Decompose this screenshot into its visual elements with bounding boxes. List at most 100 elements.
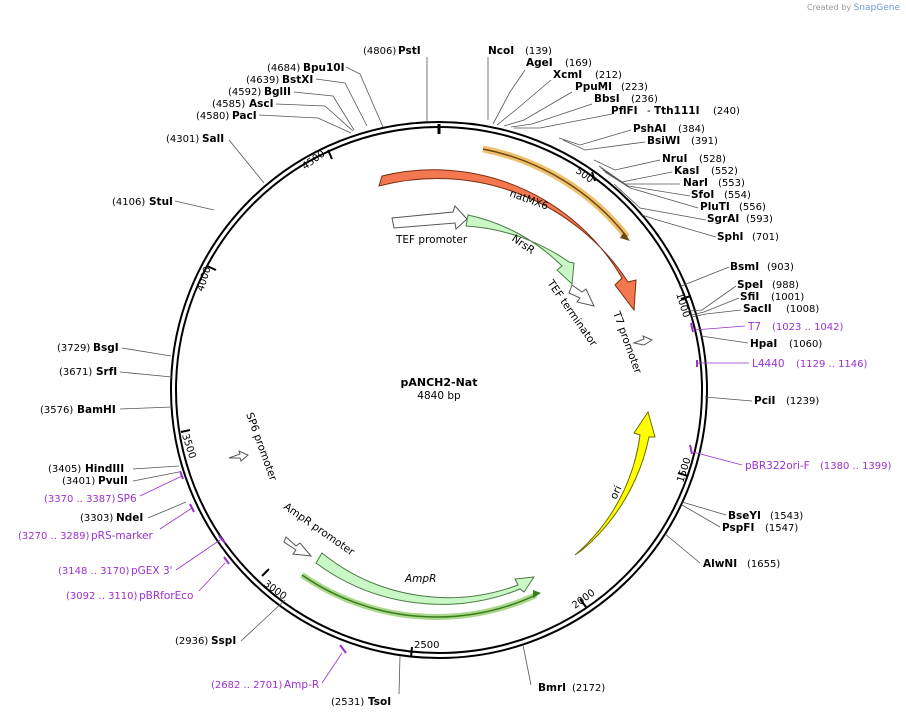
- enzyme-name-nrui: NruI: [662, 153, 687, 165]
- enzyme-name-pluti: PluTI: [700, 201, 730, 213]
- primer-name-pbrforeco: pBRforEco: [139, 590, 193, 602]
- enzyme-pos-bpu10i: (4684): [267, 63, 300, 74]
- primer-marks: [139, 322, 749, 684]
- enzyme-pos-stui: (4106): [112, 197, 145, 208]
- ampr-promoter-arrow: [283, 536, 313, 557]
- enzyme-name-bseyi: BseYI: [728, 510, 761, 522]
- enzyme-pos-pvuii: (3401): [62, 476, 95, 487]
- tick-mark-4000: [206, 265, 217, 271]
- enzyme-pos-ndei: (3303): [80, 513, 113, 524]
- primer-pos-ampr: (2682 .. 2701): [211, 680, 283, 691]
- enzyme-pos-nari: (553): [718, 178, 745, 189]
- enzyme-pos-alwni: (1655): [747, 559, 780, 570]
- credit-prefix: Created by: [807, 3, 852, 12]
- enzyme-pos-kasi: (552): [711, 166, 738, 177]
- primer-mark-ampr: [339, 644, 347, 654]
- enzyme-pos-xcmi: (212): [595, 70, 622, 81]
- nrsr-arrow: [465, 214, 575, 286]
- enzyme-pos-bamhi: (3576): [40, 405, 73, 416]
- enzyme-name-ndei: NdeI: [116, 512, 143, 524]
- tick-mark-2000: [579, 598, 587, 608]
- enzyme-pos-asci: (4585): [212, 99, 245, 110]
- enzyme-pos-sali: (4301): [166, 134, 199, 145]
- ampr-primer-bar-line: [301, 574, 537, 618]
- enzyme-name-bglii: BglII: [264, 86, 291, 98]
- enzyme-pos-bstxi: (4639): [246, 75, 279, 86]
- enzyme-name-pflfi: PflFI: [611, 105, 638, 117]
- enzyme-name-bamhi: BamHI: [77, 404, 116, 416]
- primer-pos-pbr322ori: (1380 .. 1399): [820, 461, 892, 472]
- enzyme-pos-bsmi: (903): [767, 262, 794, 273]
- enzyme-name-xcmi: XcmI: [553, 69, 582, 81]
- primer-line-pgex3: [175, 539, 221, 571]
- enzyme-name-sspi: SspI: [211, 635, 236, 647]
- enzyme-leader-lines: [119, 57, 753, 695]
- enzyme-name-spei: SpeI: [737, 279, 763, 291]
- primer-line-ampr: [321, 652, 343, 684]
- enzyme-name-tsoi: TsoI: [368, 696, 391, 708]
- enzyme-pos-srfi: (3671): [59, 367, 92, 378]
- enzyme-name-stui: StuI: [149, 196, 173, 208]
- enzyme-pos-bmri: (2172): [572, 683, 605, 694]
- enzyme-name-pspfi: PspFI: [722, 522, 754, 534]
- enzyme-name-sgrai: SgrAI: [707, 213, 739, 225]
- enzyme-pos-sacii: (1008): [786, 304, 819, 315]
- enzyme-name-pshai: PshAI: [633, 123, 666, 135]
- tick-mark-2500: [410, 646, 413, 658]
- t7-promoter-arrow: [632, 335, 654, 346]
- primer-labels: T7 (1023 .. 1042) L4440 (1129 .. 1146) p…: [18, 321, 892, 691]
- tick-mark-1000: [680, 295, 692, 300]
- enzyme-name-hpai: HpaI: [750, 338, 777, 350]
- enzyme-name-pvuii: PvuII: [98, 475, 128, 487]
- enzyme-name-bmri: BmrI: [538, 682, 566, 694]
- enzyme-name-ncoi: NcoI: [488, 45, 514, 57]
- enzyme-pos-spei: (988): [772, 280, 799, 291]
- primer-name-pbr322ori: pBR322ori-F: [745, 460, 810, 472]
- enzyme-pos-bglii: (4592): [228, 87, 261, 98]
- ampr-promoter-label: AmpR promoter: [281, 501, 357, 559]
- primer-name-t7: T7: [747, 321, 761, 333]
- enzyme-name-pcii: PciI: [754, 395, 775, 407]
- enzyme-pos-sspi: (2936): [175, 636, 208, 647]
- created-by-credit: Created by SnapGene: [807, 3, 900, 13]
- enzyme-pos-bsiwi: (391): [691, 136, 718, 147]
- nrsr-label: NrsR: [509, 233, 536, 257]
- primer-name-ampr: Amp-R: [284, 679, 319, 691]
- enzyme-pos-sfii: (1001): [771, 292, 804, 303]
- primer-name-pgex3: pGEX 3': [131, 565, 173, 577]
- ori-arrow: [574, 410, 656, 556]
- primer-name-l4440: L4440: [752, 358, 785, 370]
- orange-primer-bar-line: [482, 148, 628, 238]
- tick-mark-1500: [677, 472, 689, 477]
- enzyme-name-bbsi: BbsI: [594, 93, 620, 105]
- tick-500: 500: [573, 166, 595, 186]
- enzyme-pos-hindiii: (3405): [48, 464, 81, 475]
- enzyme-name-hindiii: HindIII: [85, 463, 124, 475]
- enzyme-name-psti: PstI: [398, 45, 421, 57]
- primer-pos-pgex3: (3148 .. 3170): [58, 566, 130, 577]
- enzyme-name-alwni: AlwNI: [703, 558, 737, 570]
- enzyme-pos-sfoi: (554): [724, 190, 751, 201]
- orange-bar-arrowhead: [620, 232, 630, 241]
- enzyme-pos-tsoi: (2531): [331, 697, 364, 708]
- enzyme-pos-bsgi: (3729): [57, 343, 90, 354]
- enzyme-name-agei: AgeI: [526, 57, 553, 69]
- sp6-promoter-label: SP6 promoter: [243, 411, 279, 483]
- enzyme-name-sfii: SfiI: [740, 291, 759, 303]
- tick-3000: 3000: [261, 579, 288, 603]
- enzyme-name-nari: NarI: [683, 177, 708, 189]
- primer-pos-sp6: (3370 .. 3387): [44, 494, 116, 505]
- primer-line-pbr322ori: [692, 451, 743, 466]
- orange-primer-bar: [482, 145, 630, 240]
- tick-mark-3000: [261, 568, 270, 577]
- primer-pos-t7: (1023 .. 1042): [772, 322, 844, 333]
- enzyme-separator-dash: -: [647, 105, 651, 117]
- tef-promoter-label: TEF promoter: [395, 234, 468, 246]
- enzyme-pos-pluti: (556): [739, 202, 766, 213]
- plasmid-length: 4840 bp: [417, 390, 461, 402]
- enzyme-pos-nrui: (528): [699, 154, 726, 165]
- enzyme-pos-pshai: (384): [678, 124, 705, 135]
- enzyme-name-bpu10i: Bpu10I: [303, 62, 345, 74]
- tick-2500: 2500: [414, 640, 439, 651]
- enzyme-name-bstxi: BstXI: [282, 74, 313, 86]
